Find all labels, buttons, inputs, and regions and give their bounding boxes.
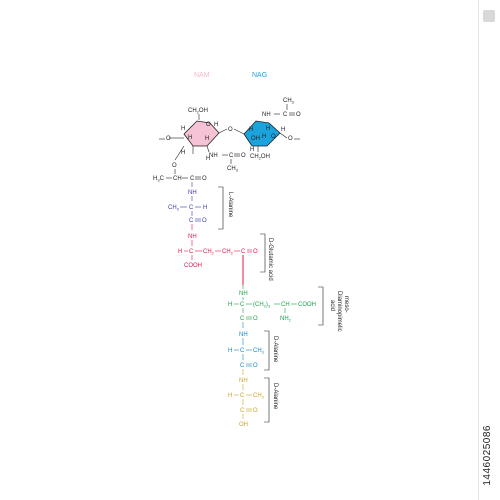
svg-text:O: O [271,134,276,140]
svg-text:(CH2)3: (CH2)3 [253,302,271,309]
svg-text:H: H [228,302,232,308]
svg-text:O: O [288,136,293,142]
svg-text:CH3: CH3 [227,166,239,173]
d-glutamic-label: D-Glutamic acid [267,238,273,281]
svg-text:O: O [202,176,207,182]
glycosidic-o: O [228,127,233,133]
nam-ch2oh-group: CH2OH [188,108,208,120]
svg-text:C: C [240,348,245,354]
d-alanine-2-label: D-Alanine [272,383,278,410]
dap-label: meso- Diaminopimelic acid [329,291,349,332]
nam-ch2oh: CH2OH [188,108,208,115]
svg-text:CH2: CH2 [222,249,234,256]
svg-text:C: C [240,393,245,399]
svg-text:C: C [240,408,245,414]
svg-text:NH: NH [239,332,248,338]
d-glutamic-bracket [260,233,266,273]
svg-text:C: C [190,176,195,182]
svg-text:H: H [178,249,182,255]
svg-text:O: O [166,136,171,142]
svg-text:O: O [253,249,258,255]
svg-text:CH3: CH3 [253,348,265,355]
svg-text:H: H [188,135,192,141]
svg-text:CH: CH [173,176,182,182]
svg-text:NH: NH [239,378,248,384]
svg-text:OH: OH [251,136,260,142]
svg-text:H: H [250,147,254,153]
svg-text:H: H [203,205,207,211]
l-alanine-label: L-Alanine [227,192,233,218]
svg-text:CH3: CH3 [253,393,265,400]
svg-text:H: H [206,156,210,162]
nag-nh-top: NH [262,112,271,118]
svg-text:C: C [189,218,194,224]
nag-label: NAG [252,72,267,79]
stock-logo-icon [483,10,495,22]
d-alanine-1-residue: NH H C CH3 C O [228,322,265,369]
svg-text:OH: OH [239,422,248,428]
svg-text:acid: acid [329,300,335,311]
stock-id: 1446025086 [482,425,493,486]
svg-text:NH: NH [188,234,197,240]
nag-ring-atoms: H OH H H O H O H CH2OH [249,126,300,161]
svg-text:Diaminopimelic: Diaminopimelic [336,291,342,332]
svg-text:H: H [249,127,253,133]
d-alanine-2-bracket [264,377,270,423]
svg-text:H: H [181,126,185,132]
nam-ring-atoms: O H H H H H O H NH C O CH3 [159,122,246,173]
svg-text:H: H [214,122,218,128]
svg-text:H: H [205,136,209,142]
svg-text:CH2: CH2 [203,249,215,256]
svg-text:NH: NH [209,153,218,159]
d-glutamic-residue: NH H C CH2 CH2 C O COOH [178,224,258,285]
svg-text:COOH: COOH [298,302,316,308]
svg-text:C: C [189,249,194,255]
svg-text:CH2OH: CH2OH [250,154,270,161]
dap-residue: NH H C (CH2)3 CH COOH NH2 C O [228,285,316,323]
svg-text:H3C: H3C [153,176,165,183]
svg-text:C: C [241,249,246,255]
l-alanine-residue: NH CH3 C H C O [168,182,207,224]
l-alanine-bracket [218,186,224,230]
svg-text:NH2: NH2 [280,316,292,323]
nag-c-top: C [283,112,288,118]
glycosidic-link: O [218,127,245,135]
svg-text:O: O [202,218,207,224]
svg-text:COOH: COOH [184,263,202,269]
d-alanine-2-residue: NH H C CH3 C O OH [228,369,265,428]
svg-text:C: C [229,153,234,159]
svg-text:CH: CH [281,302,290,308]
svg-text:O: O [253,408,258,414]
svg-text:CH3: CH3 [168,205,180,212]
nag-o-top: O [296,112,301,118]
nam-label: NAM [194,72,210,79]
svg-text:H: H [228,393,232,399]
svg-text:H: H [262,134,266,140]
d-alanine-1-label: D-Alanine [272,336,278,363]
svg-text:C: C [189,205,194,211]
d-alanine-1-bracket [264,330,270,371]
svg-text:C: C [240,363,245,369]
svg-text:O: O [253,363,258,369]
stock-sidebar: 1446025086 [478,0,500,500]
nag-ch3-top: CH3 [283,98,295,105]
svg-text:H: H [181,150,185,156]
svg-text:C: C [240,316,245,322]
svg-text:meso-: meso- [343,296,349,313]
svg-text:O: O [253,316,258,322]
svg-text:O: O [241,153,246,159]
svg-text:O: O [172,163,177,169]
svg-text:H: H [281,127,285,133]
svg-text:NH: NH [239,291,248,297]
svg-text:NH: NH [188,190,197,196]
svg-text:O: O [206,122,211,128]
dap-bracket [318,286,324,326]
svg-text:H: H [228,348,232,354]
svg-text:H: H [266,126,270,132]
lactyl-group: O H3C CH C O [153,145,207,183]
svg-text:C: C [240,302,245,308]
